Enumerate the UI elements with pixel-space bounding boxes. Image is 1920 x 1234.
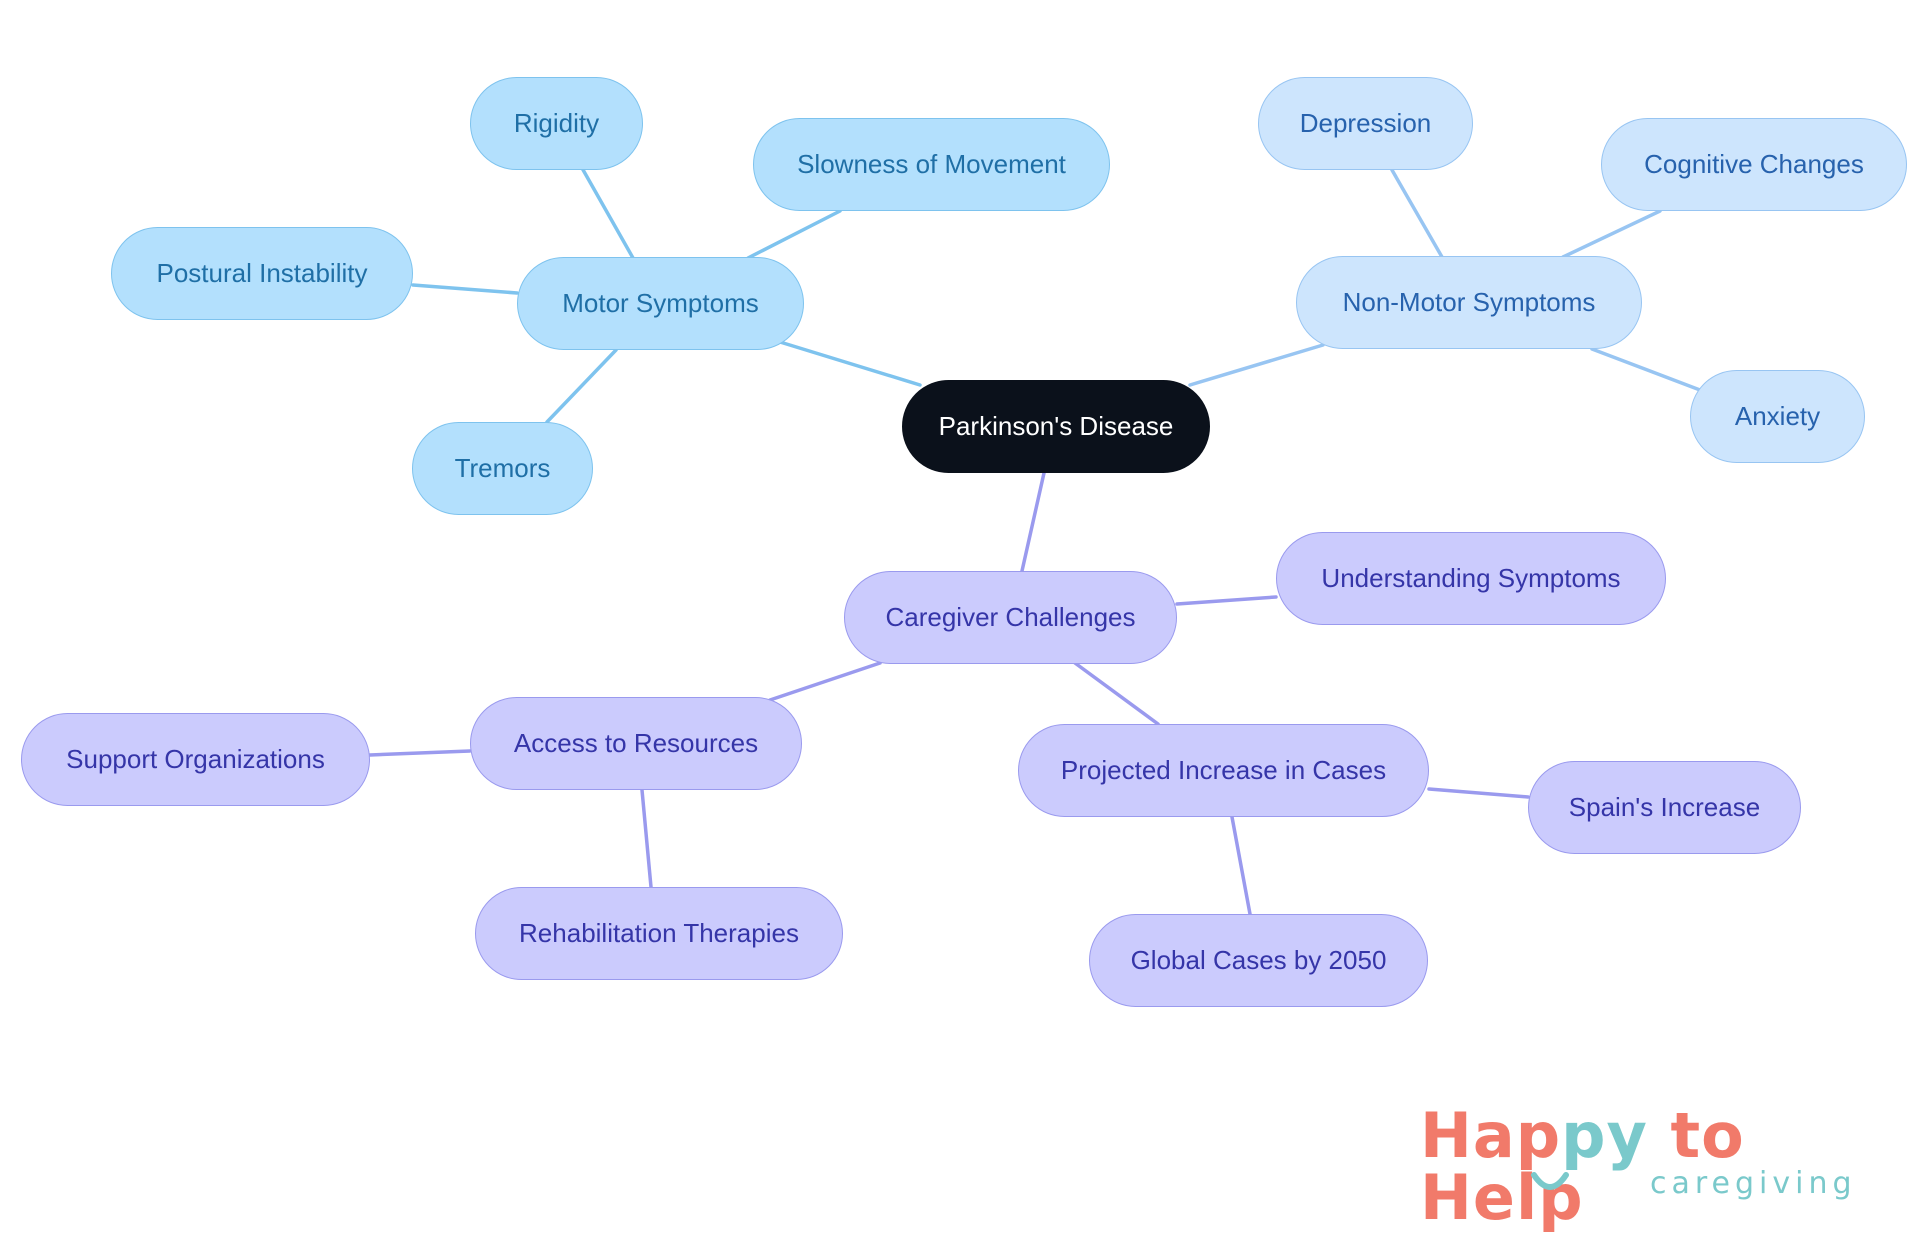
edge-projected-spain [1427,787,1530,799]
root-node: Parkinson's Disease [902,380,1210,473]
motor-symptoms-node: Motor Symptoms [517,257,804,350]
postural-instability-node: Postural Instability [111,227,413,320]
edge-caregiver-understanding [1175,595,1278,606]
access-to-resources-node: Access to Resources [470,697,802,790]
edge-nonmotor-cognitive [1561,209,1662,259]
rehabilitation-therapies-node: Rehabilitation Therapies [475,887,843,980]
projected-increase-node: Projected Increase in Cases [1018,724,1429,817]
logo-title-accent: py [1561,1099,1648,1172]
understanding-symptoms-node: Understanding Symptoms [1276,532,1666,625]
slowness-of-movement-node: Slowness of Movement [753,118,1110,211]
tremors-node: Tremors [412,422,593,515]
edge-caregiver-access [768,661,882,702]
logo-title-part1: Hap [1420,1099,1562,1172]
edge-root-caregiver [1020,471,1046,573]
caregiver-challenges-node: Caregiver Challenges [844,571,1177,664]
edge-root-motor [778,340,922,387]
edge-root-nonmotor [1188,343,1325,387]
edge-projected-global [1230,815,1252,916]
spains-increase-node: Spain's Increase [1528,761,1801,854]
edge-caregiver-projected [1073,661,1160,726]
edge-access-support [368,749,472,757]
edge-motor-postural [411,283,519,295]
edge-access-rehab [640,788,653,889]
edge-nonmotor-anxiety [1590,347,1702,392]
depression-node: Depression [1258,77,1473,170]
edge-motor-rigidity [580,166,635,260]
rigidity-node: Rigidity [470,77,643,170]
anxiety-node: Anxiety [1690,370,1865,463]
brand-logo: Happy to Help caregiving [1420,1105,1890,1229]
smile-icon [1531,1172,1569,1190]
logo-subtitle: caregiving [1650,1166,1857,1201]
global-cases-node: Global Cases by 2050 [1089,914,1428,1007]
cognitive-changes-node: Cognitive Changes [1601,118,1907,211]
edge-nonmotor-depression [1390,168,1444,259]
support-organizations-node: Support Organizations [21,713,370,806]
non-motor-symptoms-node: Non-Motor Symptoms [1296,256,1642,349]
edge-motor-slowness [746,209,842,260]
edge-motor-tremors [545,348,618,424]
